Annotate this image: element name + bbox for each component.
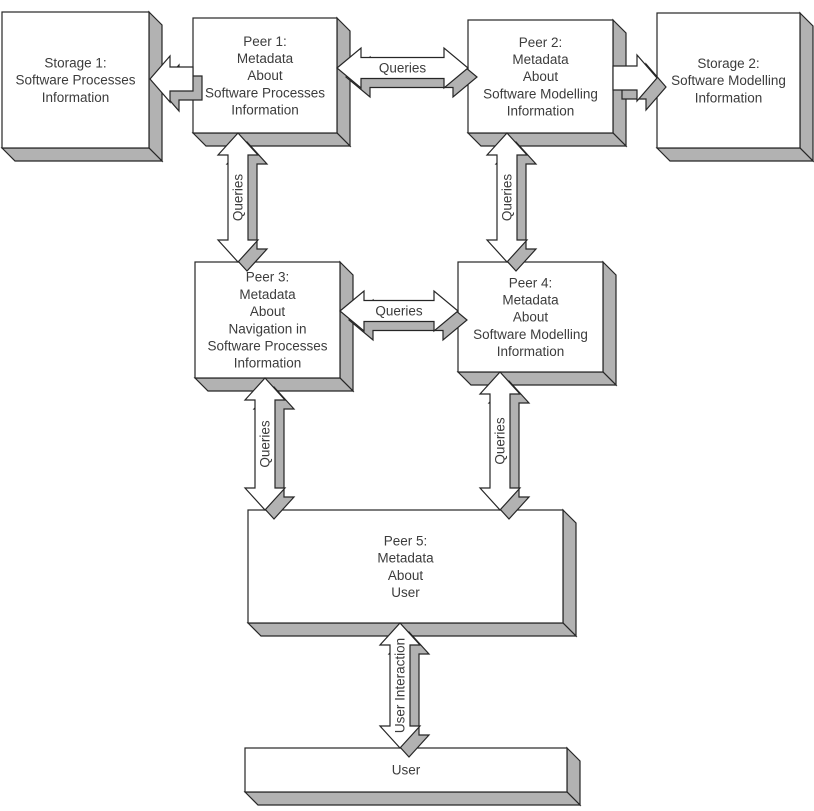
node-face-user [244, 747, 568, 793]
node-peer-3-label-line: Metadata [239, 287, 296, 302]
node-peer-3-label-line: About [250, 304, 286, 319]
node-extrusion-bottom [655, 147, 814, 162]
node-extrusion-bottom [243, 791, 582, 806]
node-peer-5-label-line: Peer 5: [384, 533, 428, 548]
node-storage-2-label-line: Storage 2: [697, 56, 759, 71]
node-peer-2-label-line: Metadata [512, 52, 569, 67]
node-peer-2-label-line: About [523, 69, 559, 84]
node-peer-2-label-line: Information [507, 104, 575, 119]
node-extrusion-right [602, 260, 617, 387]
arrow-face [149, 54, 194, 104]
node-storage-1-label-line: Information [42, 90, 110, 105]
arrow-face [378, 622, 422, 749]
node-extrusion-right [799, 11, 814, 163]
connector-peer3-peer5: Queries [243, 377, 296, 520]
node-extrusion-right [336, 16, 351, 148]
node-peer-4-label-line: Peer 4: [509, 275, 553, 290]
node-peer-1-label-line: Information [231, 103, 299, 118]
arrow-face [339, 289, 459, 333]
node-peer-2-label-line: Peer 2: [519, 35, 563, 50]
connector-peer1-peer2-label: Queries [379, 61, 427, 76]
node-peer-1-label-line: Peer 1: [243, 34, 287, 49]
node-user: User [243, 746, 582, 807]
arrow-face [485, 132, 529, 263]
node-peer-1-label-line: Metadata [237, 51, 294, 66]
node-peer-4-label-line: Information [497, 344, 565, 359]
connector-peer3-peer4: Queries [339, 289, 468, 342]
node-storage-1-label-line: Storage 1: [44, 56, 106, 71]
node-extrusion-bottom [456, 371, 618, 386]
node-face-peer-3 [194, 261, 341, 379]
node-face-storage-1 [1, 11, 150, 149]
node-peer-3-label-line: Software Processes [207, 339, 327, 354]
node-peer-2-label-line: Software Modelling [483, 86, 598, 101]
connector-peer2-peer4-label: Queries [500, 174, 515, 222]
connector-peer3-peer4-label: Queries [375, 304, 423, 319]
node-peer-3-label-line: Information [234, 356, 302, 371]
connector-peer3-peer5-label: Queries [258, 420, 273, 468]
node-extrusion-bottom [466, 132, 628, 147]
node-peer-5-label-line: About [388, 568, 424, 583]
node-user-label-line: User [392, 763, 421, 778]
node-peer-4-label-line: Metadata [502, 293, 559, 308]
node-extrusion-bottom [246, 622, 578, 637]
node-peer-5-label-line: User [391, 585, 420, 600]
connector-peer5-user-label: User Interaction [393, 638, 408, 733]
connector-storage1-peer1 [149, 54, 203, 113]
connector-peer4-peer5-label: Queries [493, 417, 508, 465]
arrow-face [336, 46, 469, 90]
node-peer-1-label-line: About [247, 68, 283, 83]
node-extrusion-bottom [191, 132, 352, 147]
node-peer-4-label-line: About [513, 310, 549, 325]
connector-peer1-peer3: Queries [216, 132, 269, 272]
node-extrusion-bottom [0, 147, 164, 162]
node-storage-1-label-line: Software Processes [15, 73, 135, 88]
node-storage-2-label-line: Software Modelling [671, 73, 786, 88]
node-extrusion-right [562, 508, 577, 638]
node-peer-5-label-line: Metadata [377, 551, 434, 566]
arrow-face [612, 53, 658, 103]
arrow-face [216, 132, 260, 263]
arrow-face [243, 377, 287, 511]
connector-peer2-storage2 [612, 53, 667, 112]
node-face-peer-5 [247, 509, 564, 624]
connector-peer2-peer4: Queries [485, 132, 538, 272]
connector-peer1-peer2: Queries [336, 46, 478, 99]
connector-peer5-user: User Interaction [378, 622, 431, 758]
node-peer-4-label-line: Software Modelling [473, 327, 588, 342]
node-peer-3-label-line: Peer 3: [246, 270, 290, 285]
node-face-storage-2 [656, 12, 801, 149]
node-storage-2-label-line: Information [695, 90, 763, 105]
node-peer-1-label-line: Software Processes [205, 85, 325, 100]
arrow-face [478, 371, 522, 511]
node-extrusion-right [339, 260, 354, 393]
node-face-peer-4 [457, 261, 604, 373]
connector-peer1-peer3-label: Queries [231, 174, 246, 222]
connector-peer4-peer5: Queries [478, 371, 531, 520]
node-peer-3-label-line: Navigation in [228, 321, 306, 336]
